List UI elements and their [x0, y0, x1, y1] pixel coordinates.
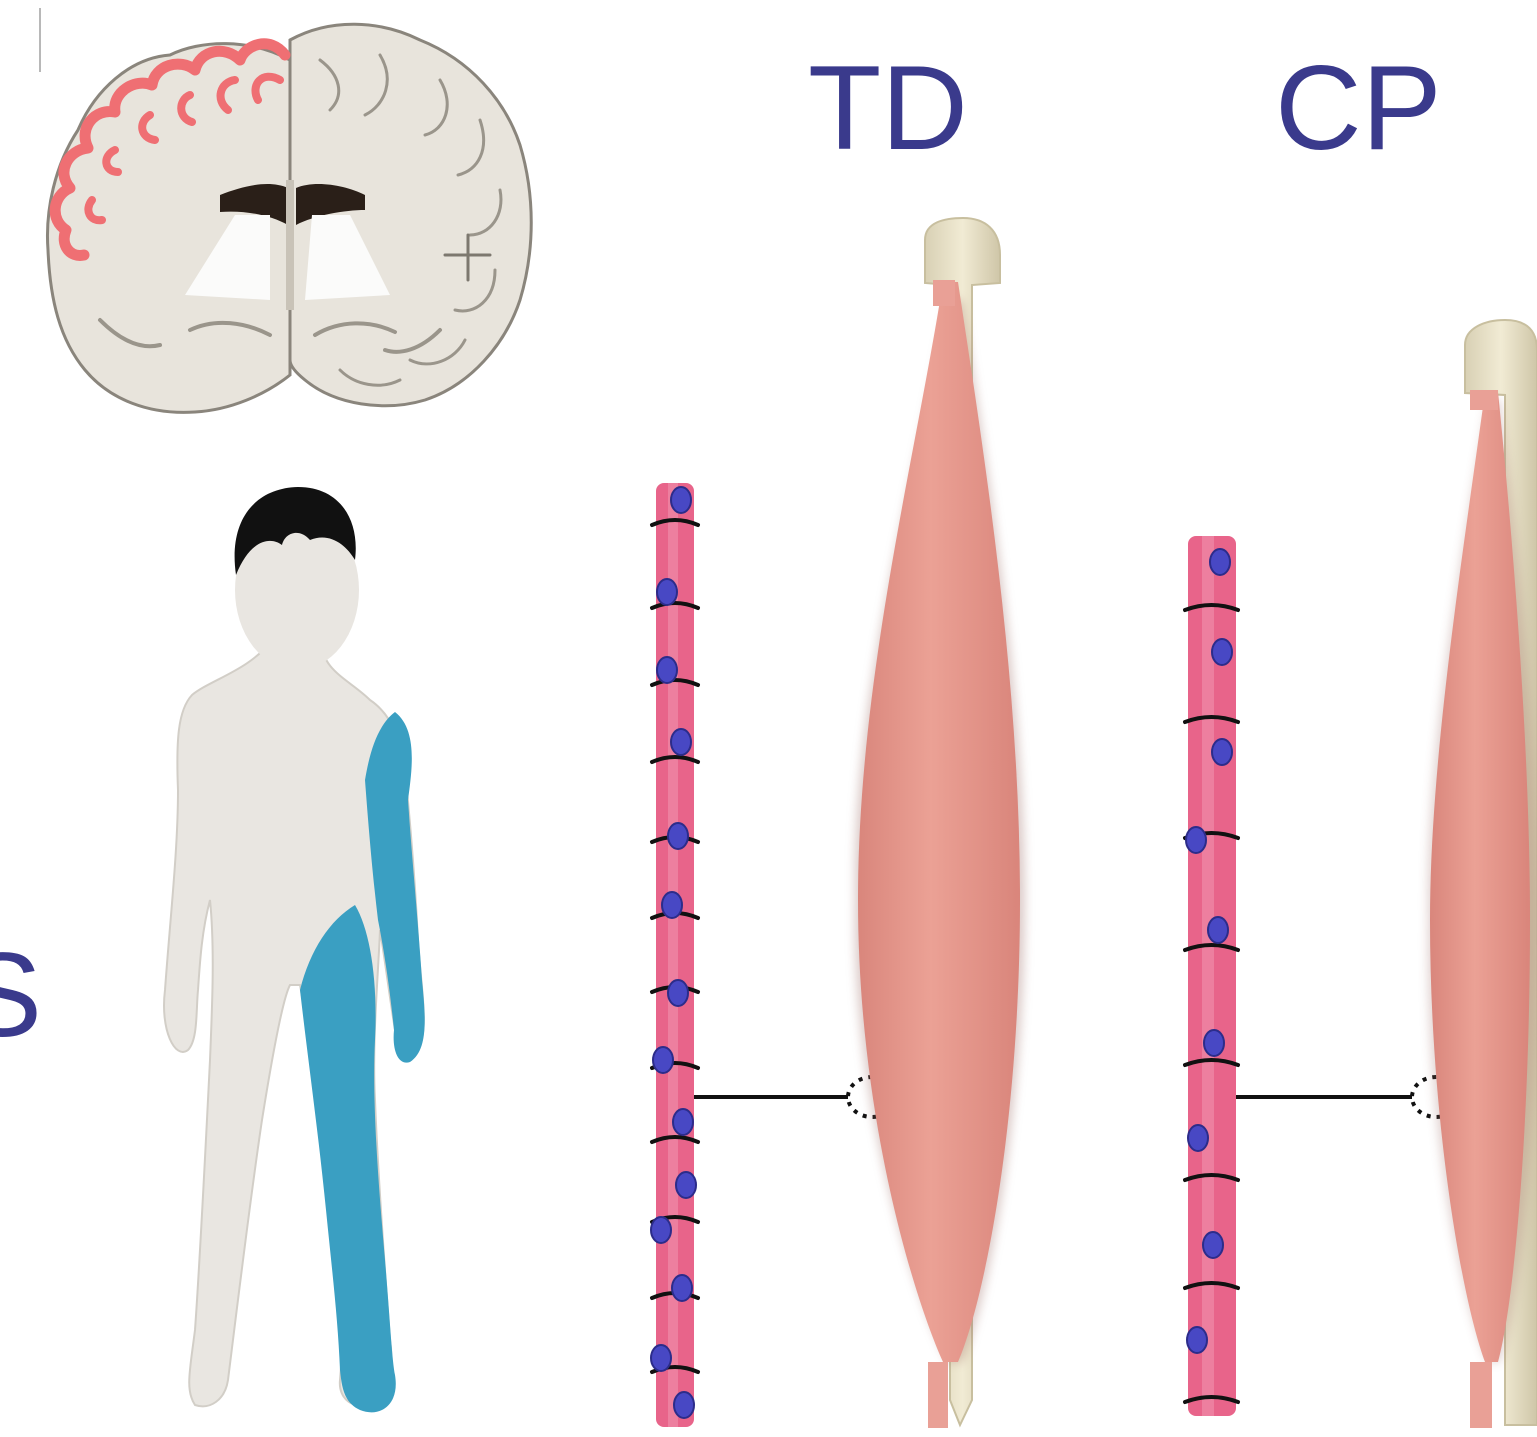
td-nucleus — [653, 1047, 673, 1073]
cp-muscle-belly-with-tendon-icon — [1428, 320, 1537, 1428]
cp-nucleus — [1186, 827, 1206, 853]
td-nucleus — [651, 1345, 671, 1371]
td-nucleus — [673, 1109, 693, 1135]
td-muscle-fiber-icon — [651, 483, 698, 1427]
td-distal-tendon — [928, 1362, 948, 1428]
cp-nucleus — [1208, 917, 1228, 943]
cp-nucleus — [1212, 639, 1232, 665]
td-nucleus — [671, 729, 691, 755]
td-nucleus — [657, 657, 677, 683]
cp-nucleus — [1212, 739, 1232, 765]
td-nucleus — [668, 823, 688, 849]
td-nucleus — [674, 1392, 694, 1418]
td-nucleus — [676, 1172, 696, 1198]
td-nucleus — [657, 579, 677, 605]
td-nucleus — [671, 487, 691, 513]
td-nucleus — [662, 892, 682, 918]
cp-muscle-fiber-icon — [1185, 536, 1238, 1416]
cp-nucleus — [1187, 1327, 1207, 1353]
td-nucleus — [668, 980, 688, 1006]
brain-midline — [286, 180, 294, 310]
td-nucleus — [651, 1217, 671, 1243]
hemiplegic-child-figure-icon — [164, 487, 425, 1412]
brain-coronal-section-icon — [47, 24, 531, 412]
child-affected-leg — [300, 905, 396, 1412]
td-muscle-belly — [858, 282, 1020, 1362]
cp-proximal-tendon — [1470, 390, 1498, 410]
cp-nucleus — [1188, 1125, 1208, 1151]
td-muscle-belly-with-tendon-icon — [855, 218, 1025, 1428]
cp-nucleus — [1204, 1030, 1224, 1056]
cp-nucleus — [1203, 1232, 1223, 1258]
td-proximal-tendon — [933, 280, 955, 306]
cp-distal-tendon — [1470, 1362, 1492, 1428]
cp-nucleus — [1210, 549, 1230, 575]
td-nucleus — [672, 1275, 692, 1301]
